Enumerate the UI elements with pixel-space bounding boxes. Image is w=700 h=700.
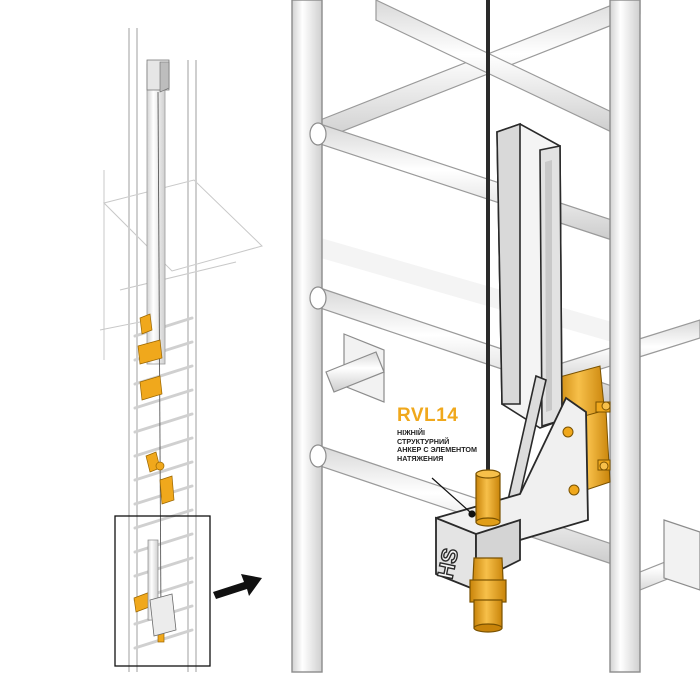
overview-bottom-anchor	[147, 539, 177, 637]
detail-anchor-channel	[496, 122, 563, 506]
product-description-line: АНКЕР С ЭЛЕМЕНТОМ	[397, 445, 477, 455]
product-callout: RVL14 НІЖНІЙІ СТРУКТУРНИЙ АНКЕР С ЭЛЕМЕН…	[397, 406, 547, 463]
detail-tensioner	[469, 469, 507, 633]
product-description-line: СТРУКТУРНИЙ	[397, 436, 450, 446]
product-description-line: НАТЯЖЕНИЯ	[397, 453, 444, 463]
detail-highlight-frame	[114, 515, 211, 667]
callout-leader-dot	[468, 510, 476, 518]
overview-top-anchor	[146, 59, 170, 365]
bracket-marking: HS	[432, 546, 463, 581]
overview-platform	[99, 170, 263, 360]
overview-ladder	[99, 28, 263, 672]
product-code: RVL14	[397, 405, 459, 426]
overview-yellow-fittings	[133, 313, 175, 643]
detail-anchor-plate	[435, 396, 589, 593]
detail-ladder: HS	[291, 0, 700, 673]
right-arrow-icon	[213, 574, 262, 599]
product-description-line: НІЖНІЙІ	[397, 428, 426, 437]
product-description: НІЖНІЙІ СТРУКТУРНИЙ АНКЕР С ЭЛЕМЕНТОМ НА…	[397, 428, 547, 463]
detail-left-rail	[291, 0, 323, 673]
detail-wall-brackets	[325, 333, 700, 591]
detail-right-rail	[609, 0, 641, 673]
callout-leader	[431, 477, 471, 513]
